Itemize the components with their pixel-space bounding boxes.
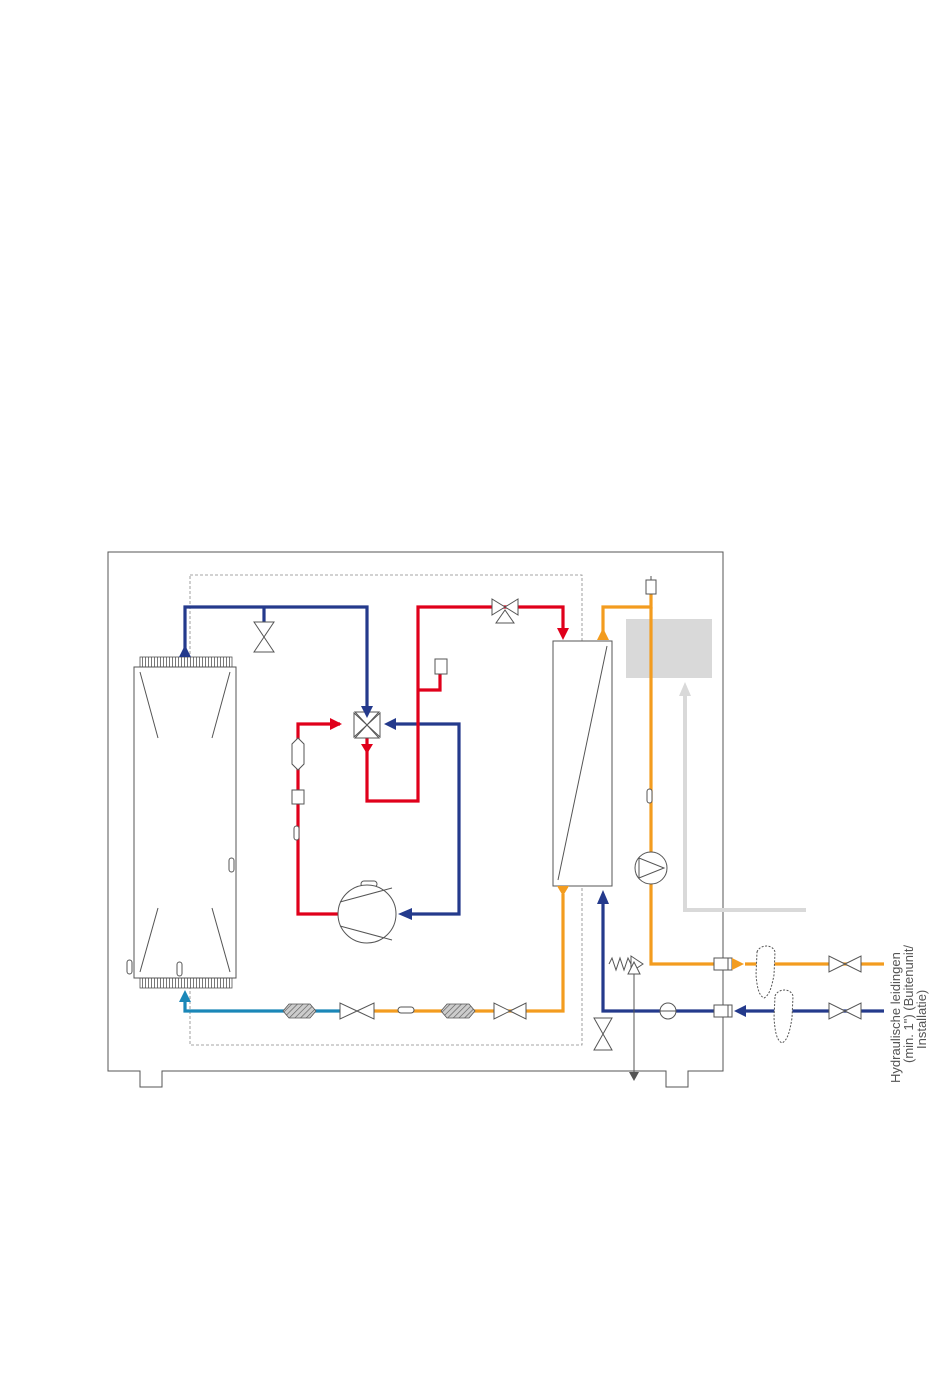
triangle-arrow-icon (597, 890, 609, 904)
plate-heat-exchanger (553, 641, 612, 886)
muffler (292, 738, 304, 770)
safety-valve-assembly (609, 956, 643, 1081)
triangle-arrow-icon (732, 958, 744, 970)
triangle-arrow-icon (557, 886, 569, 896)
bowtie-valve-icon (594, 1018, 612, 1050)
refrigerant-module-boundary (190, 575, 582, 1045)
flexible-hoses (756, 946, 793, 1043)
bowtie-valve-icon (829, 956, 861, 972)
triangle-arrow-icon (597, 628, 609, 640)
evaporator-coil (127, 657, 236, 988)
liquid-valve (340, 1003, 374, 1019)
water-valve-bottom (494, 1003, 526, 1019)
coil-fins-top (140, 657, 232, 667)
water-temp-sensor (647, 789, 652, 803)
control-box (626, 619, 712, 678)
triangle-arrow-icon (734, 1005, 746, 1017)
coil-sensor (177, 962, 182, 976)
triangle-arrow-icon (398, 908, 412, 920)
compressor-icon (338, 885, 396, 943)
expansion-valve-top (254, 622, 274, 652)
bowtie-valve-icon (829, 1003, 861, 1019)
coil-fins-bottom (140, 978, 232, 988)
bowtie-valve-icon (340, 1003, 374, 1019)
flex-hose-return (774, 990, 793, 1043)
control-link-line (685, 694, 806, 910)
drain-arrow (629, 1072, 639, 1081)
temperature-sensor (294, 826, 299, 840)
filter-dryer-water (441, 1004, 475, 1018)
triangle-arrow-icon (179, 990, 191, 1002)
connection-label-line3: Installatie) (914, 990, 929, 1049)
filter-dryer-liquid (283, 1004, 316, 1018)
flex-hose-flow (756, 946, 775, 998)
safety-spring (609, 958, 631, 970)
suction-lines (185, 607, 884, 1011)
coil-sensor (229, 858, 234, 872)
connection-flow (714, 958, 728, 970)
coil-sensor (127, 960, 132, 974)
service-valve-return (829, 1003, 861, 1019)
sight-glass (398, 1007, 414, 1013)
water-pipe-bottom (374, 894, 563, 1011)
pressure-switch (292, 790, 304, 804)
air-vent (646, 580, 656, 594)
connection-return-b (728, 1005, 732, 1017)
coil-body (134, 667, 236, 978)
bowtie-valve-icon (494, 1003, 526, 1019)
discharge-lines (298, 607, 563, 914)
water-lines (185, 594, 884, 1011)
drain-valve (594, 1018, 612, 1050)
flow-arrows (179, 628, 746, 1017)
bowtie-valve-icon (254, 622, 274, 652)
triangle-arrow-icon (179, 645, 191, 657)
triangle-arrow-icon (557, 628, 569, 640)
triangle-arrow-icon (330, 718, 342, 730)
connection-flow-b (728, 958, 732, 970)
high-pressure-sensor (435, 659, 447, 674)
circulation-pump (635, 852, 667, 884)
triangle-arrow-icon (361, 744, 373, 754)
compressor (338, 881, 396, 943)
hot-pipe-tee (418, 674, 440, 690)
triangle-arrow-icon (384, 718, 396, 730)
connection-return (714, 1005, 728, 1017)
control-link-arrow (679, 682, 691, 696)
liquid-line (185, 1000, 340, 1011)
service-valve-flow (829, 956, 861, 972)
suction-pipe-right (396, 724, 459, 914)
hot-pipe-loop (367, 607, 563, 801)
hot-line-valve (492, 599, 518, 623)
connection-label: Hydraulische leidingen (min. 1") (Buiten… (888, 945, 929, 1083)
valve-actuator (496, 610, 514, 623)
